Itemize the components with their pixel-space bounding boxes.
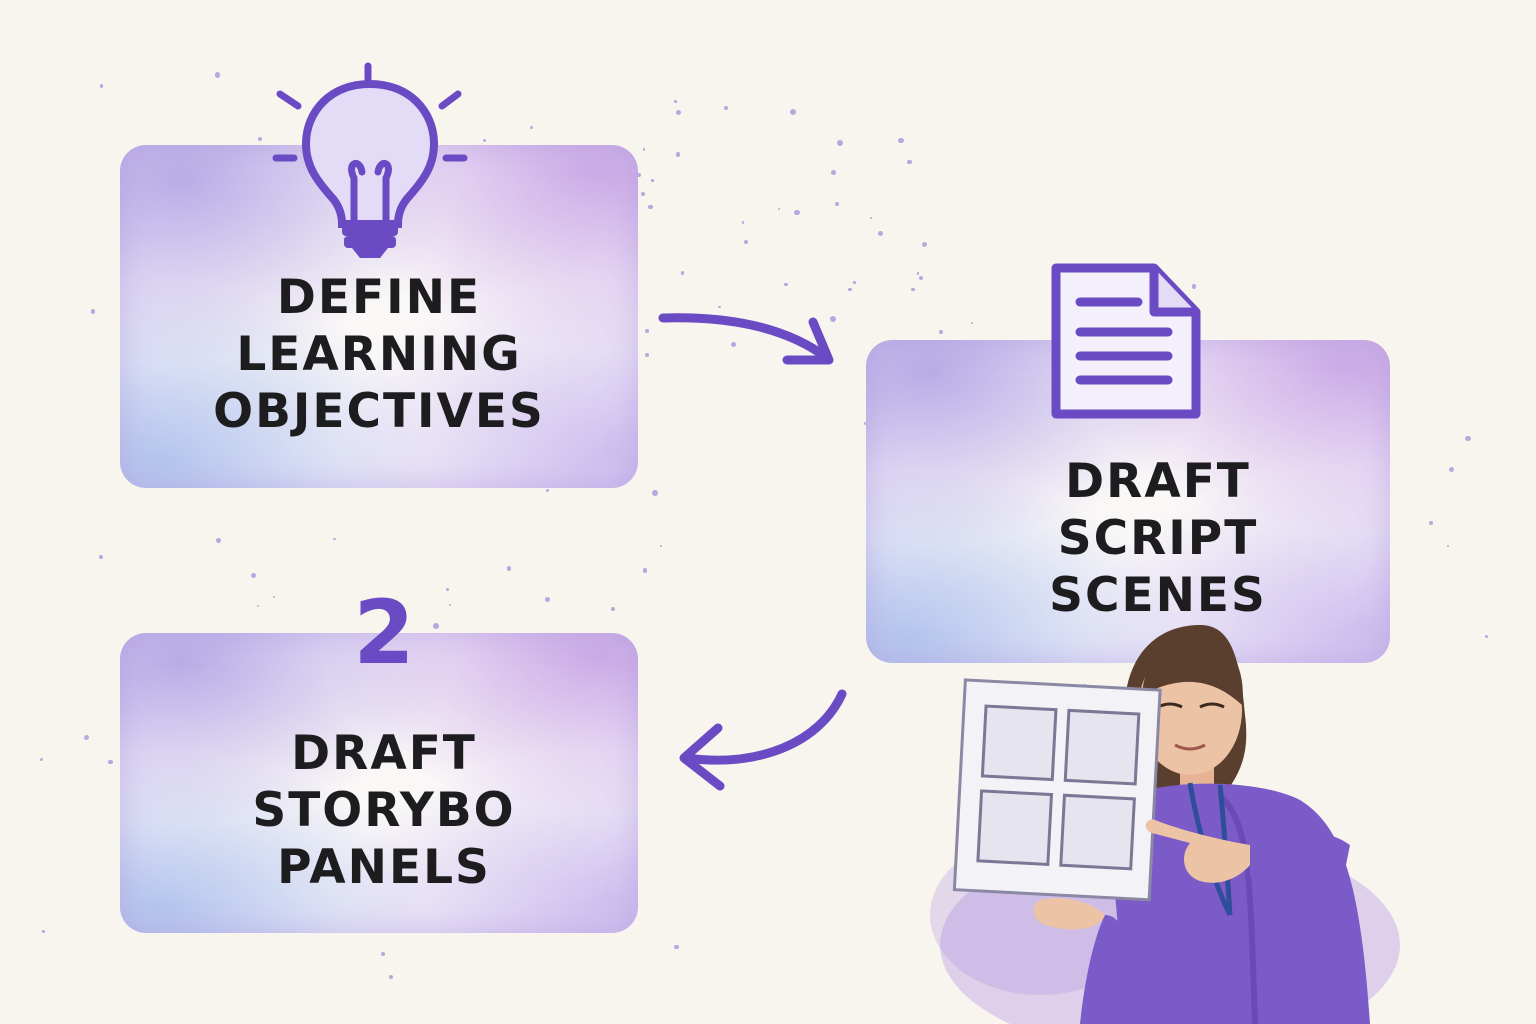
step-label-line: DRAFT: [1065, 454, 1251, 509]
paint-speck: [651, 179, 654, 182]
paint-speck: [794, 209, 800, 216]
paint-speck: [388, 974, 393, 980]
paint-speck: [789, 109, 796, 115]
document-icon: [1051, 263, 1201, 419]
paint-speck: [258, 136, 263, 141]
paint-speck: [648, 204, 653, 210]
step-label-line: DRAFT: [291, 726, 477, 781]
paint-speck: [84, 734, 90, 740]
arrow-to-step-2: [658, 313, 834, 365]
step-card-draft-storyboard: 2 DRAFT STORYBO PANELS: [120, 583, 638, 933]
paint-speck: [40, 758, 44, 762]
paint-speck: [364, 600, 369, 606]
paint-speck: [906, 159, 912, 165]
paint-speck: [251, 572, 257, 578]
paint-speck: [545, 596, 551, 602]
paint-speck: [777, 207, 781, 211]
paint-speck: [869, 217, 872, 220]
paint-speck: [784, 282, 788, 287]
paint-speck: [433, 623, 439, 629]
paint-speck: [731, 341, 737, 347]
paint-speck: [1192, 284, 1197, 289]
paint-speck: [1465, 435, 1471, 442]
paint-speck: [835, 201, 840, 206]
paint-speck: [644, 352, 649, 357]
paint-speck: [545, 489, 550, 493]
paint-speck: [921, 241, 928, 247]
paint-speck: [659, 544, 662, 548]
paint-speck: [864, 421, 868, 425]
paint-speck: [642, 148, 645, 151]
paint-speck: [939, 330, 943, 335]
step-label-line: DEFINE: [276, 270, 482, 325]
step-label-line: OBJECTIVES: [213, 384, 545, 439]
paint-speck: [216, 538, 221, 544]
lightbulb-icon: [272, 62, 468, 258]
step-label-line: SCRIPT: [1057, 511, 1259, 566]
paint-speck: [853, 281, 856, 284]
step-label-line: STORYBO: [252, 783, 516, 838]
paint-speck: [741, 221, 744, 224]
paint-speck: [448, 603, 451, 606]
paint-speck: [971, 321, 974, 324]
paint-speck: [717, 305, 721, 309]
step-label: DRAFT STORYBO PANELS: [130, 725, 638, 896]
step-label: DEFINE LEARNING OBJECTIVES: [120, 269, 638, 440]
paint-speck: [919, 276, 924, 281]
paint-speck: [380, 951, 385, 956]
paint-speck: [1446, 544, 1450, 548]
paint-speck: [675, 152, 681, 157]
step-number: 2: [353, 581, 415, 684]
paint-speck: [680, 270, 685, 275]
paint-speck: [446, 587, 450, 591]
paint-speck: [641, 192, 646, 197]
step-label-line: LEARNING: [236, 327, 522, 382]
paint-speck: [530, 125, 534, 129]
paint-speck: [1429, 521, 1433, 526]
arrow-to-step-3: [679, 689, 847, 791]
paint-speck: [333, 537, 336, 541]
paint-speck: [643, 568, 648, 573]
paint-speck: [272, 595, 276, 599]
paint-speck: [830, 169, 836, 175]
paint-speck: [645, 329, 649, 333]
paint-speck: [916, 272, 920, 275]
woman-with-storyboard-illustration: [930, 625, 1400, 1024]
paint-speck: [848, 287, 852, 292]
paint-speck: [99, 83, 104, 88]
paint-speck: [1484, 634, 1489, 639]
paint-speck: [675, 109, 681, 116]
paint-speck: [674, 944, 679, 950]
paint-speck: [674, 100, 677, 103]
paint-speck: [90, 309, 96, 314]
paint-speck: [898, 137, 904, 144]
paint-speck: [637, 172, 642, 177]
paint-speck: [214, 72, 221, 78]
paint-speck: [108, 759, 114, 765]
paint-speck: [256, 604, 259, 608]
paint-speck: [837, 140, 844, 147]
paint-speck: [99, 555, 103, 560]
paint-speck: [723, 105, 729, 110]
paint-speck: [41, 930, 45, 933]
paint-speck: [829, 315, 836, 322]
paint-speck: [611, 607, 616, 611]
step-label-line: PANELS: [277, 840, 491, 895]
paint-speck: [744, 240, 749, 245]
step-label: DRAFT SCRIPT SCENES: [926, 453, 1390, 624]
paint-speck: [651, 490, 658, 497]
paint-speck: [483, 138, 487, 142]
paint-speck: [878, 230, 884, 236]
paint-speck: [911, 287, 915, 292]
paint-speck: [506, 565, 512, 571]
paint-speck: [1449, 466, 1455, 472]
step-label-line: SCENES: [1049, 568, 1267, 623]
